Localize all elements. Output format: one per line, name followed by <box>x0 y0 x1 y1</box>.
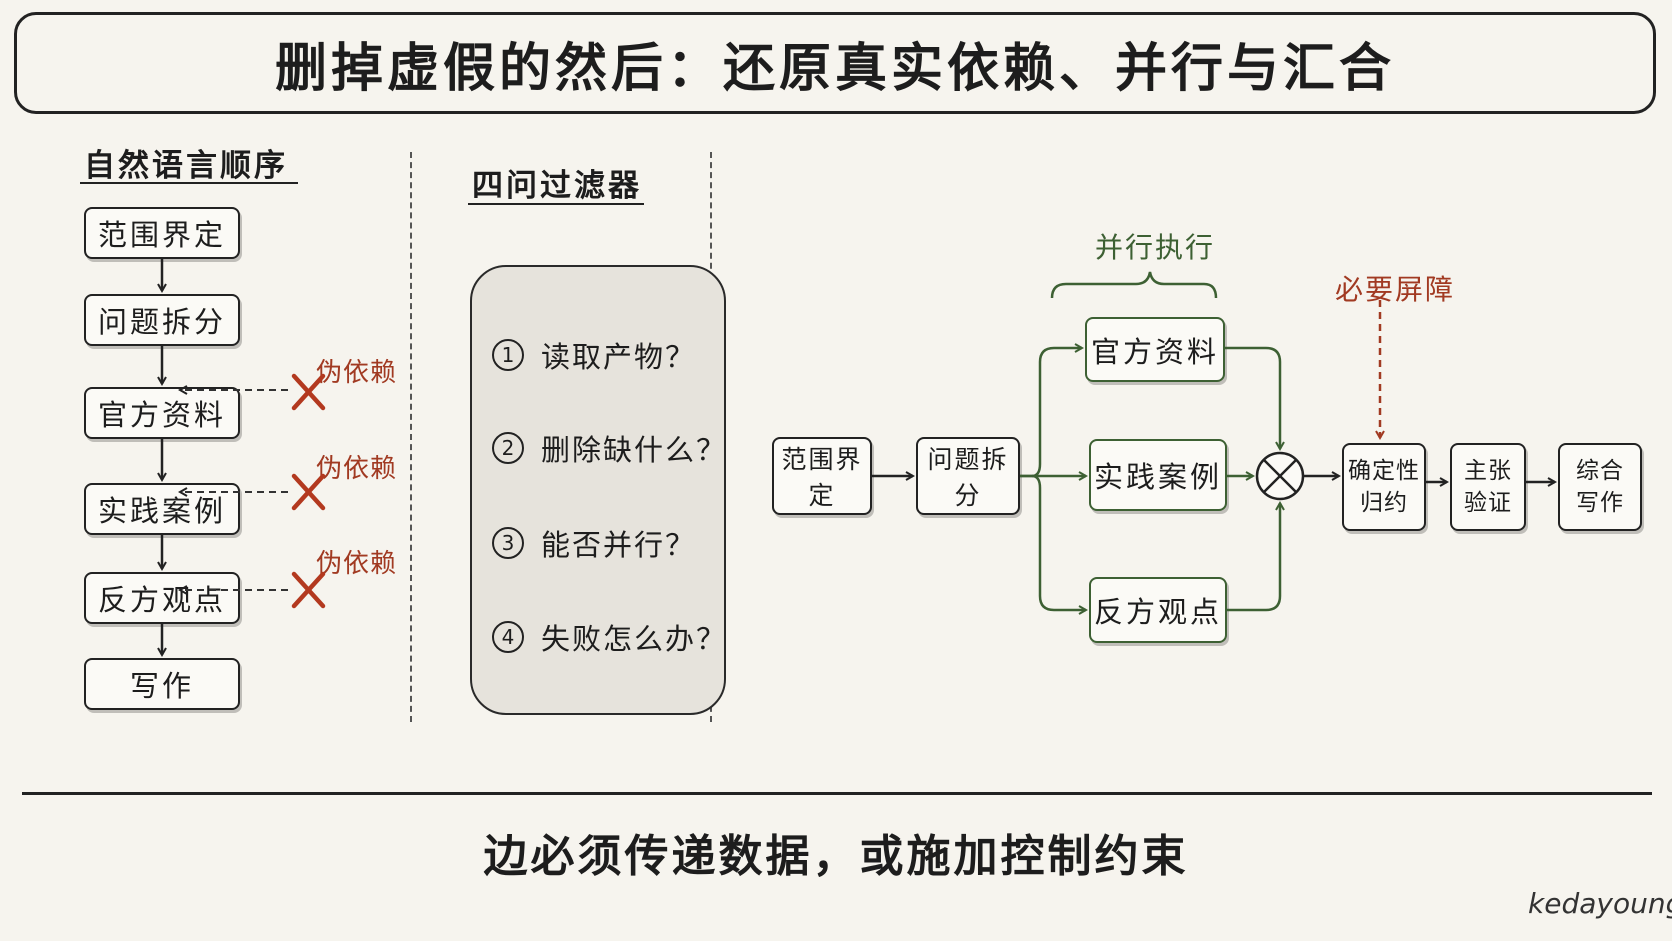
left-step-split: 问题拆分 <box>84 294 240 346</box>
section-divider <box>410 152 412 722</box>
merge-node-cross <box>1263 459 1297 493</box>
left-step-counter: 反方观点 <box>84 572 240 624</box>
node-line: 主张 <box>1464 458 1512 484</box>
cross-icon <box>291 373 326 609</box>
node-line: 写作 <box>1576 490 1624 516</box>
question-number-badge: 2 <box>492 432 524 464</box>
footer-statement: 边必须传递数据，或施加控制约束 <box>483 831 1189 882</box>
question-number-badge: 3 <box>492 527 524 559</box>
node-split: 问题拆分 <box>916 437 1020 515</box>
filter-question: 3 能否并行？ <box>492 522 696 564</box>
question-text: 能否并行？ <box>541 528 697 562</box>
node-synthesis-write: 综合 写作 <box>1558 443 1642 531</box>
flow-arrows <box>872 476 1555 482</box>
fake-dependency-marks <box>180 373 326 609</box>
parallel-bracket <box>1050 271 1218 299</box>
left-step-practice: 实践案例 <box>84 483 240 535</box>
node-scope: 范围界定 <box>772 437 872 515</box>
question-text: 失败怎么办？ <box>541 622 728 656</box>
left-step-official: 官方资料 <box>84 387 240 439</box>
node-line: 确定性 <box>1348 458 1420 484</box>
left-step-write: 写作 <box>84 658 240 710</box>
node-official: 官方资料 <box>1085 317 1225 382</box>
left-title-underline <box>80 182 298 184</box>
author-signature: kedayoung <box>1528 887 1672 920</box>
node-claim-verify: 主张 验证 <box>1450 443 1526 531</box>
page-title: 删掉虚假的然后：还原真实依赖、并行与汇合 <box>14 12 1656 114</box>
middle-section-title: 四问过滤器 <box>472 168 642 204</box>
node-line: 验证 <box>1464 490 1512 516</box>
fake-dependency-label: 伪依赖 <box>316 454 398 484</box>
node-line: 归约 <box>1360 490 1408 516</box>
parallel-label: 并行执行 <box>1095 231 1216 264</box>
question-number-badge: 1 <box>492 339 524 371</box>
footer-rule <box>22 792 1652 795</box>
filter-question: 4 失败怎么办？ <box>492 616 727 658</box>
barrier-label: 必要屏障 <box>1335 273 1456 306</box>
left-step-scope: 范围界定 <box>84 207 240 259</box>
fake-dependency-label: 伪依赖 <box>316 549 398 579</box>
left-section-title: 自然语言顺序 <box>84 148 288 184</box>
node-line: 综合 <box>1576 458 1624 484</box>
node-deterministic-reduce: 确定性 归约 <box>1342 443 1426 531</box>
filter-question: 1 读取产物？ <box>492 334 696 376</box>
node-counter: 反方观点 <box>1089 577 1227 643</box>
middle-title-underline <box>468 203 644 205</box>
filter-question: 2 删除缺什么？ <box>492 427 727 469</box>
node-practice: 实践案例 <box>1089 439 1227 511</box>
fake-dependency-label: 伪依赖 <box>316 358 398 388</box>
parallel-arrows <box>1020 348 1280 610</box>
question-text: 删除缺什么？ <box>541 433 728 467</box>
question-text: 读取产物？ <box>541 340 697 374</box>
question-number-badge: 4 <box>492 621 524 653</box>
